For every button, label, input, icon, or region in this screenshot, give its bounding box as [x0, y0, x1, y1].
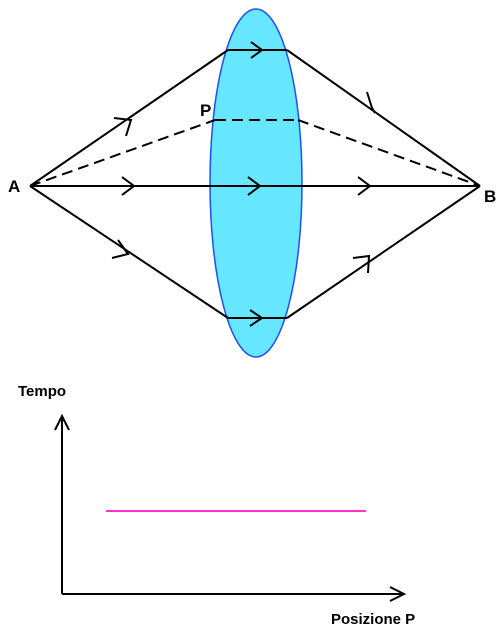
arrow-icon — [249, 309, 264, 327]
lower-ray — [29, 185, 481, 319]
arrow-icon — [121, 176, 136, 196]
point-a-label: A — [8, 177, 20, 196]
arrow-icon — [247, 176, 262, 196]
arrow-icon — [111, 239, 130, 259]
p-ray — [29, 119, 481, 187]
y-axis-label: Tempo — [18, 383, 66, 400]
y-axis-arrow-icon — [54, 413, 70, 431]
point-p-label: P — [200, 101, 211, 120]
upper-ray — [29, 49, 481, 187]
arrow-icon — [357, 176, 372, 196]
arrow-icon — [113, 117, 133, 137]
arrow-icon — [366, 91, 376, 114]
arrow-icon — [250, 41, 264, 59]
graph-axes — [54, 413, 407, 602]
point-b-label: B — [484, 187, 496, 206]
arrow-icon — [352, 254, 371, 274]
x-axis-arrow-icon — [389, 586, 407, 602]
x-axis-label: Posizione P — [331, 611, 415, 627]
